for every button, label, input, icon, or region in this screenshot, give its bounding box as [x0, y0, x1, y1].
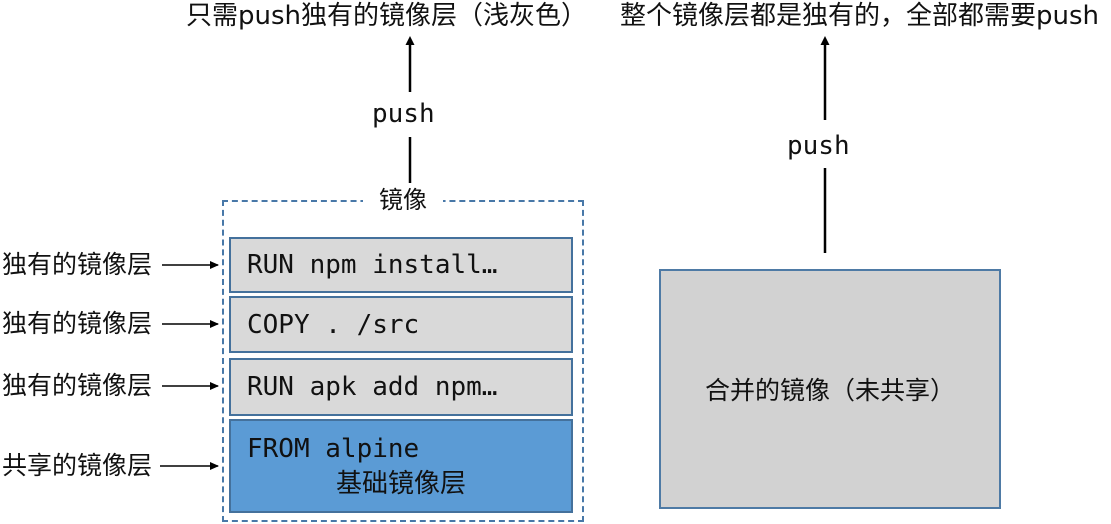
layer-command: FROM alpine [247, 434, 420, 464]
layer-run-apk-add: RUN apk add npm… [229, 358, 573, 416]
side-label-unique-2: 独有的镜像层 [2, 309, 153, 338]
layer-command: COPY . /src [247, 309, 420, 340]
layer-command: RUN npm install… [247, 250, 498, 280]
side-label-shared: 共享的镜像层 [2, 451, 153, 480]
image-title: 镜像 [222, 186, 584, 214]
image-title-label: 镜像 [363, 186, 443, 214]
layer-command: RUN apk add npm… [247, 372, 498, 402]
merged-image-label: 合并的镜像（未共享） [704, 376, 955, 405]
side-label-unique-3: 独有的镜像层 [2, 371, 153, 400]
base-layer-sublabel: 基础镜像层 [335, 469, 466, 499]
layer-run-npm-install: RUN npm install… [229, 237, 573, 293]
side-label-unique-1: 独有的镜像层 [2, 250, 153, 279]
push-label-left: push [372, 99, 435, 129]
merged-image-box: 合并的镜像（未共享） [659, 269, 1001, 509]
caption-merged-layers: 整个镜像层都是独有的，全部都需要push [620, 1, 1100, 31]
layer-from-alpine: FROM alpine 基础镜像层 [229, 419, 573, 513]
layer-copy-src: COPY . /src [229, 296, 573, 353]
caption-unique-layers: 只需push独有的镜像层（浅灰色） [186, 1, 588, 31]
push-label-right: push [787, 131, 850, 161]
